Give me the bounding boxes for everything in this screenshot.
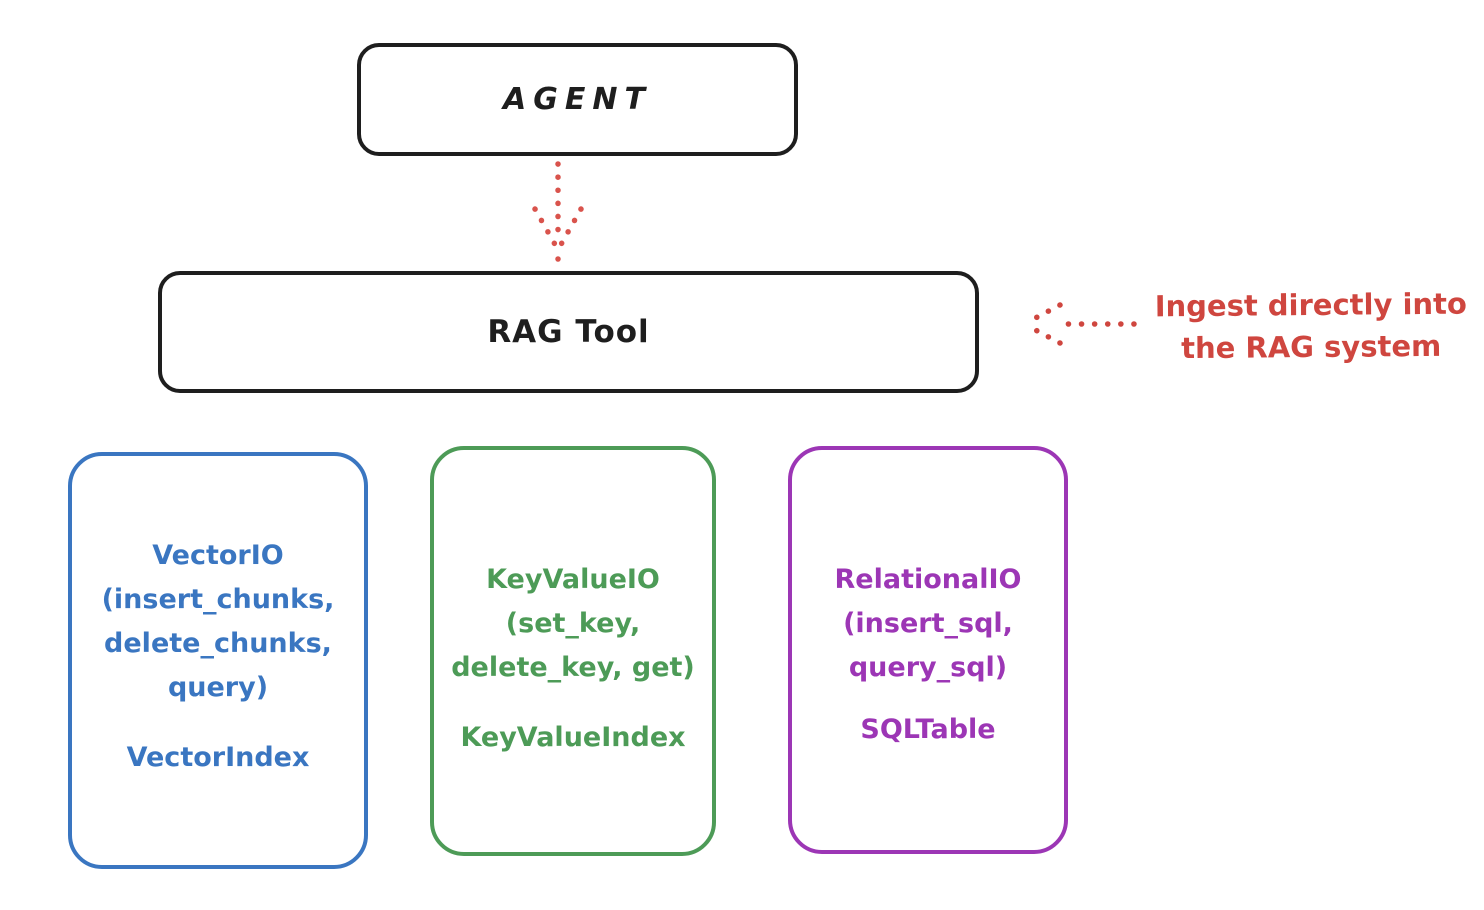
- sql-table-label: SQLTable: [860, 714, 996, 745]
- arrow-down-head-left: [532, 206, 560, 251]
- agent-node-label: AGENT: [503, 82, 652, 117]
- io-box-text: RelationalIO (insert_sql, query_sql) SQL…: [792, 558, 1064, 752]
- keyvalue-index-label: KeyValueIndex: [460, 722, 686, 753]
- vector-io-title-line: (insert_chunks,: [101, 584, 335, 615]
- arrow-left-head-top: [1023, 302, 1063, 326]
- relational-io-title-line: RelationalIO: [834, 564, 1022, 595]
- arrow-down-head-right: [556, 206, 584, 251]
- vector-index-label: VectorIndex: [126, 742, 310, 773]
- arrow-down-icon: [532, 161, 584, 262]
- relational-io-title-line: query_sql): [848, 652, 1008, 683]
- relational-io-box: RelationalIO (insert_sql, query_sql) SQL…: [788, 446, 1068, 854]
- vector-io-title-line: delete_chunks,: [104, 628, 332, 659]
- relational-io-title-line: (insert_sql,: [843, 608, 1013, 639]
- ingest-annotation: Ingest directly into the RAG system: [1138, 282, 1484, 369]
- keyvalue-io-title-line: (set_key,: [505, 608, 641, 639]
- ingest-annotation-line-1: Ingest directly into: [1154, 286, 1468, 324]
- arrow-left-icon: [1023, 302, 1137, 346]
- ingest-annotation-line-2: the RAG system: [1180, 328, 1442, 366]
- rag-tool-node-label: RAG Tool: [487, 314, 650, 350]
- io-box-text: KeyValueIO (set_key, delete_key, get) Ke…: [434, 558, 712, 760]
- vector-io-box: VectorIO (insert_chunks, delete_chunks, …: [68, 452, 368, 869]
- vector-io-title-line: VectorIO: [152, 540, 284, 571]
- agent-node: AGENT: [357, 43, 798, 156]
- vector-io-title-line: query): [167, 672, 269, 703]
- keyvalue-io-title-line: delete_key, get): [451, 652, 695, 683]
- io-box-text: VectorIO (insert_chunks, delete_chunks, …: [72, 534, 364, 780]
- rag-tool-node: RAG Tool: [158, 271, 979, 393]
- keyvalue-io-title-line: KeyValueIO: [486, 564, 660, 595]
- keyvalue-io-box: KeyValueIO (set_key, delete_key, get) Ke…: [430, 446, 716, 856]
- arrow-left-head-bottom: [1023, 322, 1063, 346]
